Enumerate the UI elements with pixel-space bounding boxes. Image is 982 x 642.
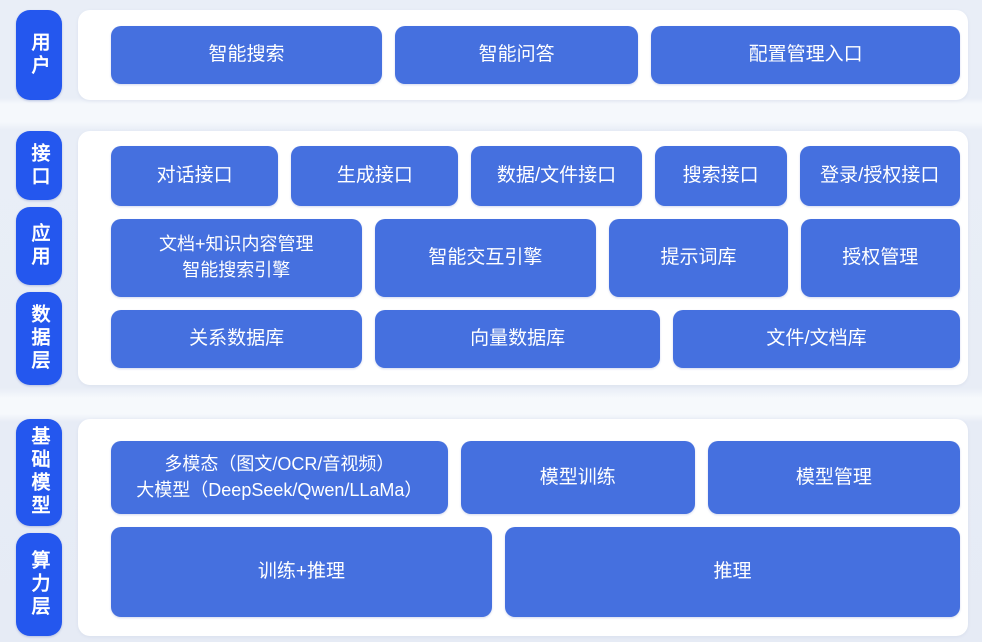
box-label: 对话接口	[156, 164, 233, 186]
box-label: 提示词库	[660, 246, 737, 268]
box-vector-db: 向量数据库	[375, 309, 661, 368]
box-label-line1: 多模态（图文/OCR/音视频）	[164, 454, 395, 475]
box-label: 生成接口	[336, 164, 413, 186]
box-label: 推理	[713, 561, 752, 583]
box-auth-management: 授权管理	[800, 218, 960, 297]
layer-pill-user-label: 用户	[28, 32, 50, 78]
layer-pill-compute: 算力层	[16, 532, 62, 636]
box-label: 智能搜索	[208, 44, 285, 66]
box-label: 智能交互引擎	[428, 246, 543, 268]
panel-foundation-compute: 多模态（图文/OCR/音视频） 大模型（DeepSeek/Qwen/LLaMa）…	[78, 419, 968, 636]
layer-pill-interface: 接口	[16, 131, 62, 201]
box-prompt-library: 提示词库	[609, 218, 788, 297]
section-foundation-compute: 基础模型 算力层 多模态（图文/OCR/音视频） 大模型（DeepSeek/Qw…	[16, 419, 968, 636]
box-label-line2: 智能搜索引擎	[182, 259, 291, 280]
box-config-management-entry: 配置管理入口	[651, 26, 961, 84]
box-label: 文件/文档库	[766, 327, 867, 349]
box-generation-api: 生成接口	[291, 146, 459, 206]
row-models: 多模态（图文/OCR/音视频） 大模型（DeepSeek/Qwen/LLaMa）…	[111, 441, 961, 515]
box-label: 模型管理	[795, 466, 872, 488]
layer-pill-column: 用户	[16, 10, 62, 100]
box-label: 智能问答	[478, 44, 555, 66]
box-label: 登录/授权接口	[820, 164, 940, 186]
row-applications: 文档+知识内容管理 智能搜索引擎 智能交互引擎 提示词库 授权管理	[111, 218, 960, 297]
row-data-stores: 关系数据库 向量数据库 文件/文档库	[111, 309, 960, 368]
box-label: 关系数据库	[189, 327, 285, 349]
box-relational-db: 关系数据库	[111, 309, 363, 368]
box-smart-qa: 智能问答	[395, 26, 639, 84]
box-label: 配置管理入口	[748, 44, 863, 66]
box-label-line2: 大模型（DeepSeek/Qwen/LLaMa）	[136, 479, 423, 500]
box-smart-search: 智能搜索	[111, 26, 383, 84]
box-chat-api: 对话接口	[111, 146, 279, 206]
layer-pill-data-label: 数据层	[28, 304, 50, 374]
row-interfaces: 对话接口 生成接口 数据/文件接口 搜索接口 登录/授权接口	[111, 146, 960, 206]
layer-pill-column: 接口 应用 数据层	[16, 131, 62, 386]
layer-pill-foundation-model-label: 基础模型	[28, 426, 50, 519]
layer-pill-foundation-model: 基础模型	[16, 419, 62, 526]
box-multimodal-llm: 多模态（图文/OCR/音视频） 大模型（DeepSeek/Qwen/LLaMa）	[111, 441, 448, 515]
box-data-file-api: 数据/文件接口	[471, 146, 642, 206]
box-label: 训练+推理	[257, 561, 345, 583]
layer-pill-interface-label: 接口	[28, 142, 50, 189]
box-label-line1: 文档+知识内容管理	[159, 234, 314, 255]
section-interface-app-data: 接口 应用 数据层 对话接口 生成接口 数据/文件接口 搜	[16, 131, 968, 386]
box-search-api: 搜索接口	[654, 146, 787, 206]
box-label: 搜索接口	[682, 164, 759, 186]
box-interactive-engine: 智能交互引擎	[374, 218, 597, 297]
box-training-inference: 训练+推理	[111, 527, 492, 617]
layer-pill-column: 基础模型 算力层	[16, 419, 62, 636]
section-user-layer: 用户 智能搜索 智能问答 配置管理入口	[16, 10, 968, 100]
row-compute: 训练+推理 推理	[111, 527, 960, 617]
box-login-auth-api: 登录/授权接口	[799, 146, 960, 206]
layer-pill-user: 用户	[16, 10, 62, 100]
layer-pill-compute-label: 算力层	[28, 549, 50, 619]
box-label: 授权管理	[842, 246, 919, 268]
box-inference: 推理	[504, 527, 960, 617]
box-file-doc-store: 文件/文档库	[673, 309, 960, 368]
panel-user-layer: 智能搜索 智能问答 配置管理入口	[78, 10, 968, 100]
row-user-entries: 智能搜索 智能问答 配置管理入口	[111, 26, 961, 84]
box-doc-knowledge-search-engine: 文档+知识内容管理 智能搜索引擎	[111, 218, 362, 297]
box-label: 数据/文件接口	[496, 164, 617, 186]
box-model-training: 模型训练	[460, 441, 695, 515]
box-model-management: 模型管理	[707, 441, 961, 515]
box-label: 向量数据库	[470, 327, 566, 349]
layer-pill-application-label: 应用	[28, 223, 50, 270]
layer-pill-data: 数据层	[16, 292, 62, 386]
box-label: 模型训练	[539, 466, 616, 488]
panel-interface-app-data: 对话接口 生成接口 数据/文件接口 搜索接口 登录/授权接口 文档+知识内容管理	[78, 131, 968, 385]
layer-pill-application: 应用	[16, 207, 62, 286]
